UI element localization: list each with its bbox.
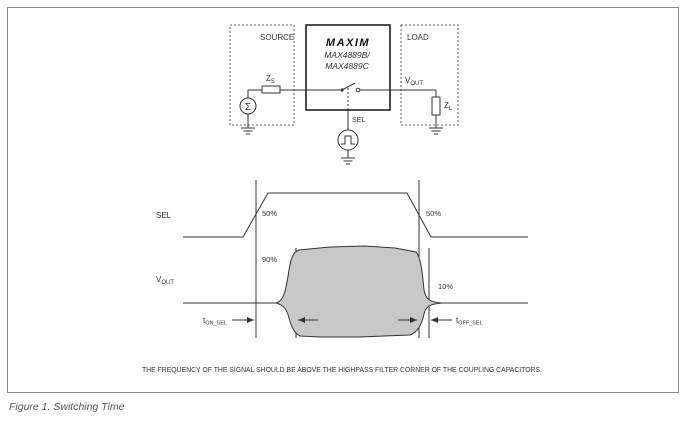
vout-envelope	[275, 245, 443, 338]
pct-50-right: 50%	[426, 209, 441, 218]
vout-circuit-label: VOUT	[405, 76, 423, 87]
chip-box	[305, 24, 391, 111]
source-ground-icon	[241, 127, 255, 135]
pulse-glyph	[341, 135, 355, 145]
sel-ground-icon	[341, 157, 355, 165]
zl-label: ZL	[444, 101, 453, 112]
toff-label: tOFF_SEL	[456, 316, 483, 327]
zs-label: ZS	[266, 74, 275, 85]
pct-90: 90%	[262, 255, 277, 264]
part-number-2: MAX4889C	[325, 61, 369, 71]
switch-blade	[341, 82, 356, 91]
frequency-note: THE FREQUENCY OF THE SIGNAL SHOULD BE AB…	[142, 365, 542, 374]
sel-waveform	[183, 192, 528, 238]
pct-50-left: 50%	[262, 209, 277, 218]
load-box	[400, 24, 459, 126]
source-box	[229, 24, 295, 126]
vout-timing-label: VOUT	[156, 275, 174, 286]
sigma-symbol: Σ	[245, 102, 251, 113]
sel-circuit-label: SEL	[352, 117, 365, 124]
load-ground-icon	[429, 127, 443, 135]
load-label: LOAD	[407, 33, 429, 42]
zl-resistor	[431, 96, 441, 116]
figure-caption: Figure 1. Switching Time	[9, 401, 125, 413]
pulse-source-icon	[337, 129, 359, 151]
source-label: SOURCE	[260, 33, 294, 42]
pct-10: 10%	[438, 282, 453, 291]
ton-label: tON_SEL	[203, 316, 227, 327]
sel-timing-label: SEL	[156, 211, 172, 220]
maxim-logo: MAXIM	[326, 37, 370, 49]
part-number-1: MAX4889B/	[324, 50, 371, 60]
zs-resistor	[261, 85, 281, 94]
switch-contact-right	[355, 87, 361, 93]
figure-frame	[7, 7, 679, 393]
